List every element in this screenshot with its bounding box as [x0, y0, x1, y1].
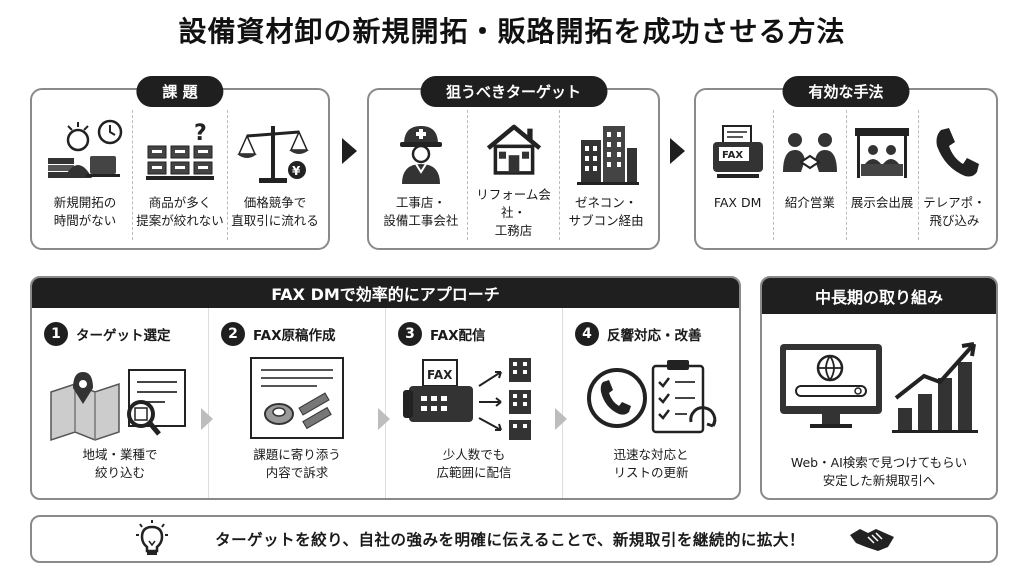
document-draft-icon: [250, 357, 344, 439]
step-title: ターゲット選定: [76, 328, 171, 344]
step-title: 反響対応・改善: [607, 328, 702, 344]
step-title: FAX配信: [430, 328, 486, 344]
step-item: 4 反響対応・改善 迅速な対応と リストの更新: [555, 308, 739, 498]
buildings-icon: [577, 126, 640, 185]
fax-approach-panel: FAX DMで効率的にアプローチ 1 ターゲット選定 地域・業種で 絞り込む: [30, 276, 741, 500]
step-label: 課題に寄り添う 内容で訴求: [253, 447, 341, 480]
step-arrow-icon: [555, 408, 567, 430]
web-search-growth-icon: [780, 342, 978, 433]
step-title: FAX原稿作成: [253, 328, 336, 344]
product-shelf-icon: ?: [146, 121, 214, 180]
targets-header: 狙うべきターゲット: [419, 76, 608, 107]
step-number: 2: [221, 322, 245, 346]
conclusion-message: ターゲットを絞り、自社の強みを明確に伝えることで、新規取引を継続的に拡大！: [215, 531, 805, 549]
target-item: リフォーム会社・ 工務店: [466, 110, 560, 240]
page-title: 設備資材卸の新規開拓・販路開拓を成功させる方法: [178, 15, 846, 48]
scale-yen-icon: ¥: [237, 126, 309, 183]
methods-header: 有効な手法: [782, 76, 910, 107]
long-term-header: 中長期の取り組み: [762, 278, 996, 314]
issues-panel: 課 題 新規開拓の 時間がない ?: [30, 76, 330, 250]
step-number: 4: [575, 322, 599, 346]
svg-text:?: ?: [194, 121, 207, 146]
step-item: 3 FAX配信 FAX 少人数でも 広範囲に配信: [378, 308, 562, 498]
step-label: 地域・業種で 絞り込む: [82, 447, 158, 480]
method-item: テレアポ・ 飛び込み: [917, 110, 990, 240]
targets-panel: 狙うべきターゲット 工事店・ 設備工事会社 リフォーム会社・ 工務店: [367, 76, 660, 250]
issue-item: 新規開拓の 時間がない: [38, 110, 132, 240]
fax-badge: FAX: [722, 150, 743, 161]
step-label: 少人数でも 広範囲に配信: [436, 447, 512, 480]
method-label: 展示会出展: [850, 195, 914, 210]
fax-machine-icon: FAX: [712, 125, 763, 178]
methods-panel: 有効な手法 FAX FAX DM 紹介営業: [694, 76, 998, 250]
flow-arrow-icon: [670, 138, 685, 164]
long-term-panel: 中長期の取り組み Web・AI検索で見つけてもらい 安定した新規取引へ: [760, 276, 998, 500]
target-label: ゼネコン・ サブコン経由: [568, 195, 644, 228]
target-item: ゼネコン・ サブコン経由: [559, 110, 652, 240]
target-item: 工事店・ 設備工事会社: [375, 110, 467, 240]
long-term-label: Web・AI検索で見つけてもらい 安定した新規取引へ: [790, 455, 968, 488]
house-icon: [486, 124, 541, 175]
issue-label: 価格競争で 直取引に流れる: [231, 195, 319, 228]
lightbulb-icon: [136, 520, 168, 555]
method-item: 紹介営業: [773, 110, 845, 240]
fax-broadcast-icon: FAX: [403, 358, 531, 440]
step-number: 1: [44, 322, 68, 346]
method-item: 展示会出展: [845, 110, 918, 240]
step-arrow-icon: [378, 408, 390, 430]
conclusion-bar: ターゲットを絞り、自社の強みを明確に伝えることで、新規取引を継続的に拡大！: [30, 515, 998, 563]
flow-arrow-icon: [342, 138, 357, 164]
step-number: 3: [398, 322, 422, 346]
worried-person-icon: [48, 119, 123, 178]
step-arrow-icon: [201, 408, 213, 430]
fax-approach-header: FAX DMで効率的にアプローチ: [32, 278, 739, 308]
issue-item: ? 商品が多く 提案が絞れない: [132, 110, 227, 240]
fax-badge: FAX: [427, 368, 453, 382]
target-label: リフォーム会社・ 工務店: [476, 187, 551, 238]
phone-checklist-icon: [587, 360, 717, 434]
hardhat-worker-icon: [399, 126, 442, 184]
issues-header: 課 題: [136, 76, 224, 107]
issue-label: 商品が多く 提案が絞れない: [136, 195, 224, 228]
exhibition-booth-icon: [855, 128, 910, 178]
issue-item: ¥ 価格競争で 直取引に流れる: [227, 110, 322, 240]
method-item: FAX FAX DM: [702, 110, 773, 240]
step-item: 1 ターゲット選定 地域・業種で 絞り込む: [32, 308, 208, 498]
method-label: テレアポ・ 飛び込み: [923, 195, 986, 228]
map-search-icon: [50, 369, 186, 442]
issue-label: 新規開拓の 時間がない: [53, 195, 117, 228]
handshake-icon: [850, 529, 894, 551]
phone-icon: [936, 128, 980, 177]
svg-text:¥: ¥: [292, 164, 301, 178]
method-label: 紹介営業: [784, 195, 835, 210]
method-label: FAX DM: [713, 195, 762, 210]
step-label: 迅速な対応と リストの更新: [613, 447, 689, 480]
handshake-people-icon: [782, 133, 837, 172]
step-item: 2 FAX原稿作成 課題に寄り添う 内容で訴求: [201, 308, 385, 498]
target-label: 工事店・ 設備工事会社: [383, 195, 459, 228]
